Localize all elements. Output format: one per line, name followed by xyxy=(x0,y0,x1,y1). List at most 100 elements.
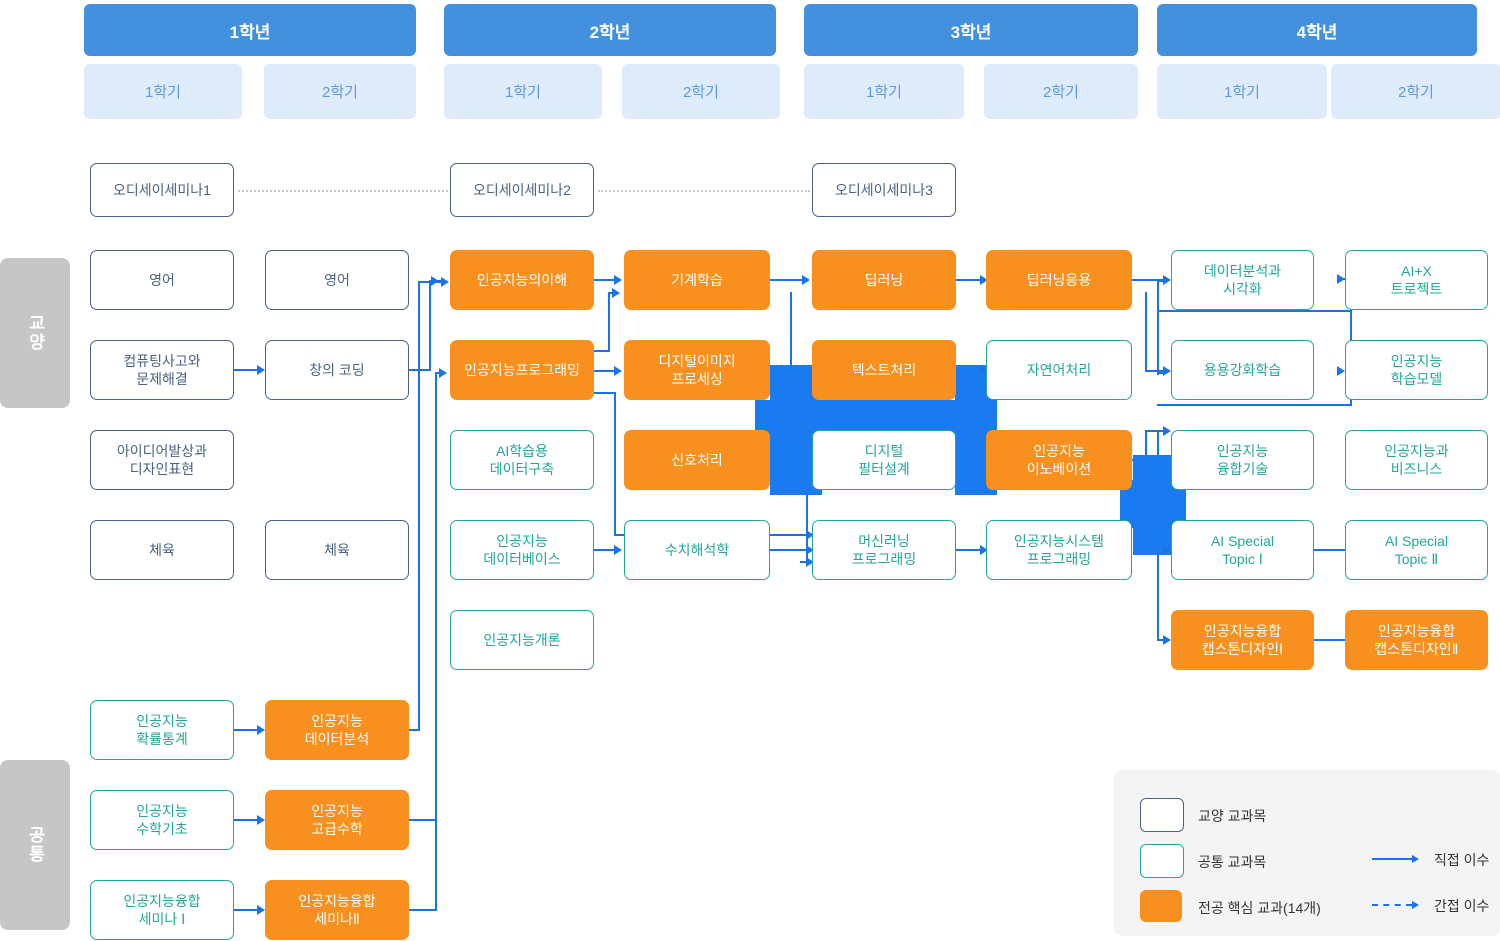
course-box[interactable]: 딥러닝 xyxy=(812,250,956,310)
year-header-4: 4학년 xyxy=(1157,4,1477,56)
year-label: 3학년 xyxy=(950,22,992,42)
rail-label: 교양 xyxy=(25,314,45,352)
arrow-head xyxy=(802,275,810,285)
course-box[interactable]: 체육 xyxy=(265,520,409,580)
rail-liberal-arts: 교양 xyxy=(0,258,70,408)
arrow-head xyxy=(980,275,988,285)
course-box[interactable]: 인공지능개론 xyxy=(450,610,594,670)
arrow-head xyxy=(257,905,265,915)
connector-v xyxy=(614,392,616,536)
arrow-head xyxy=(441,277,449,287)
course-box[interactable]: 용용강화학습 xyxy=(1171,340,1314,400)
legend-line-label: 직접 이수 xyxy=(1434,852,1490,868)
arrow-head xyxy=(806,557,814,567)
legend-swatch-com xyxy=(1140,844,1184,878)
connector-v xyxy=(1157,280,1159,375)
semester-label: 1학기 xyxy=(1224,84,1260,101)
course-box[interactable]: 인공지능의이해 xyxy=(450,250,594,310)
course-box[interactable]: 영어 xyxy=(265,250,409,310)
connector-h xyxy=(594,549,614,551)
connector-h xyxy=(594,370,614,372)
arrow-head xyxy=(1163,426,1171,436)
year-header-2: 2학년 xyxy=(444,4,776,56)
semester-header-4-1[interactable]: 1학기 xyxy=(1157,64,1327,119)
connector-h xyxy=(800,561,806,563)
semester-label: 2학기 xyxy=(1043,84,1079,101)
semester-header-3-1[interactable]: 1학기 xyxy=(804,64,964,119)
seminar-box-3[interactable]: 오디세이세미나3 xyxy=(812,163,956,217)
course-box[interactable]: 체육 xyxy=(90,520,234,580)
seminar-box-2[interactable]: 오디세이세미나2 xyxy=(450,163,594,217)
connector-h xyxy=(1314,549,1346,551)
connector-v xyxy=(1145,292,1147,370)
arrow-head xyxy=(1337,366,1345,376)
semester-header-3-2[interactable]: 2학기 xyxy=(984,64,1138,119)
connector-v xyxy=(435,380,437,910)
arrow-head xyxy=(257,725,265,735)
semester-header-2-2[interactable]: 2학기 xyxy=(622,64,780,119)
rail-label: 공통 xyxy=(25,826,45,864)
connector-h xyxy=(1132,279,1163,281)
connector-h xyxy=(409,819,437,821)
course-box[interactable]: 영어 xyxy=(90,250,234,310)
course-box[interactable]: 수치해석학 xyxy=(624,520,770,580)
semester-label: 1학기 xyxy=(505,84,541,101)
arrow-head xyxy=(612,288,620,298)
semester-header-1-2[interactable]: 2학기 xyxy=(264,64,416,119)
semester-header-2-1[interactable]: 1학기 xyxy=(444,64,602,119)
connector-h xyxy=(1157,310,1352,312)
semester-label: 2학기 xyxy=(683,84,719,101)
seminar-box-1[interactable]: 오디세이세미나1 xyxy=(90,163,234,217)
connector-v xyxy=(418,281,420,731)
arrow-head xyxy=(806,545,814,555)
course-box[interactable]: 창의 코딩 xyxy=(265,340,409,400)
arrow-head xyxy=(1163,545,1171,555)
course-box[interactable]: 인공지능프로그래밍 xyxy=(450,340,594,400)
connector-h xyxy=(409,729,420,731)
connector-v xyxy=(429,280,431,370)
course-box[interactable]: 텍스트처리 xyxy=(812,340,956,400)
connector-h xyxy=(418,281,443,283)
legend-line-dashed xyxy=(1372,904,1412,906)
connector-h xyxy=(1145,430,1163,432)
semester-header-4-2[interactable]: 2학기 xyxy=(1331,64,1500,119)
arrow-head xyxy=(614,275,622,285)
semester-header-1-1[interactable]: 1학기 xyxy=(84,64,242,119)
arrow-head xyxy=(1337,274,1345,284)
course-box[interactable]: 기계학습 xyxy=(624,250,770,310)
legend-label: 공통 교과목 xyxy=(1198,854,1267,870)
course-box[interactable]: 자연어처리 xyxy=(986,340,1132,400)
connector-h xyxy=(770,549,806,551)
course-box[interactable]: 신호처리 xyxy=(624,430,770,490)
connector-h xyxy=(594,279,614,281)
connector-h xyxy=(409,369,431,371)
course-box[interactable]: 딥러닝응용 xyxy=(986,250,1132,310)
connector-h xyxy=(956,549,980,551)
